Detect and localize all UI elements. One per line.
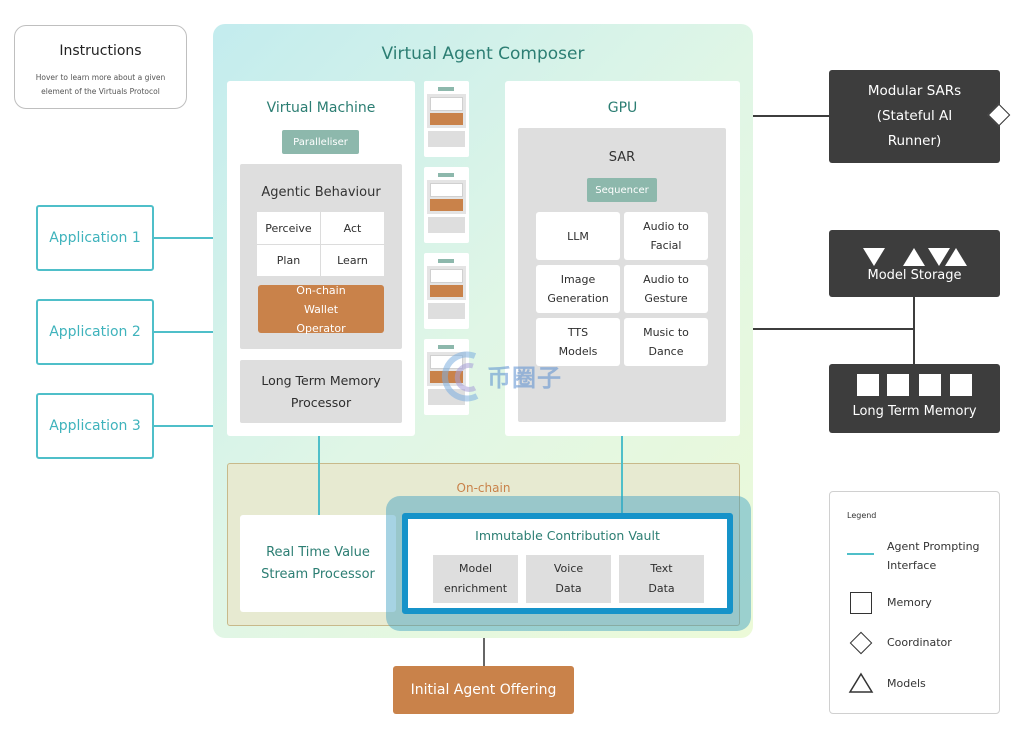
application-1[interactable]: Application 1 <box>36 205 154 271</box>
model-storage-label: Model Storage <box>867 268 962 283</box>
vault-text-data[interactable]: Text Data <box>619 555 704 603</box>
vm-instance-1[interactable] <box>424 81 469 157</box>
application-2[interactable]: Application 2 <box>36 299 154 365</box>
act-cell[interactable]: Act <box>343 221 362 235</box>
vm-to-stream-connector <box>318 436 320 515</box>
onchain-title: On-chain <box>456 481 511 495</box>
learn-cell[interactable]: Learn <box>337 254 368 267</box>
watermark-text: 币圈子 <box>487 364 562 392</box>
vault-title: Immutable Contribution Vault <box>475 528 660 543</box>
sar-music-to-dance[interactable]: Music to Dance <box>624 318 708 366</box>
coordinator-legend-diamond-icon <box>849 631 873 655</box>
vault-voice-data[interactable]: Voice Data <box>526 555 611 603</box>
sar-audio-to-gesture[interactable]: Audio to Gesture <box>624 265 708 313</box>
long-term-memory-label: Long Term Memory <box>852 404 977 419</box>
sar-llm[interactable]: LLM <box>536 212 620 260</box>
app1-connector <box>154 237 214 239</box>
models-legend-triangle-icon <box>848 672 874 693</box>
model-triangle-icons <box>863 248 967 266</box>
sar-title: SAR <box>608 150 636 165</box>
instructions-subtitle: Hover to learn more about a given elemen… <box>35 73 166 96</box>
offering-connector <box>483 638 485 666</box>
app2-connector <box>154 331 214 333</box>
app3-connector <box>154 425 214 427</box>
vault-model-enrichment[interactable]: Model enrichment <box>433 555 518 603</box>
memory-square-icon <box>857 374 879 396</box>
legend: Legend Agent Prompting Interface Memory … <box>829 491 1000 714</box>
agent-prompting-line-icon <box>847 553 874 555</box>
real-time-value-stream-processor[interactable]: Real Time Value Stream Processor <box>240 515 396 612</box>
modular-sars-box[interactable]: Modular SARs (Stateful AI Runner) <box>829 70 1000 163</box>
composer-title: Virtual Agent Composer <box>381 44 585 64</box>
memory-square-icon <box>887 374 909 396</box>
long-term-memory-box[interactable]: Long Term Memory <box>829 364 1000 433</box>
sar-audio-to-facial[interactable]: Audio to Facial <box>624 212 708 260</box>
sequencer-chip[interactable]: Sequencer <box>587 178 657 202</box>
model-storage-box[interactable]: Model Storage <box>829 230 1000 297</box>
watermark: 币圈子 <box>437 348 587 408</box>
sar-tts-models[interactable]: TTS Models <box>536 318 620 366</box>
vm-instance-3[interactable] <box>424 253 469 329</box>
long-term-memory-processor[interactable]: Long Term Memory Processor <box>240 360 402 423</box>
sar-image-generation[interactable]: Image Generation <box>536 265 620 313</box>
legend-label-memory: Memory <box>887 596 932 609</box>
sars-connector <box>740 115 830 117</box>
perceive-cell[interactable]: Perceive <box>265 221 312 235</box>
instructions-title: Instructions <box>59 43 142 59</box>
legend-label-agent-prompting: Agent Prompting Interface <box>887 540 980 572</box>
plan-cell[interactable]: Plan <box>276 254 301 267</box>
gpu-to-vault-connector <box>621 436 623 516</box>
legend-label-models: Models <box>887 677 926 690</box>
storage-memory-connector <box>913 296 915 364</box>
vm-instance-label-bar <box>438 87 454 91</box>
watermark-logo-icon <box>441 351 479 402</box>
gpu-title: GPU <box>607 100 638 116</box>
memory-square-icon <box>919 374 941 396</box>
storage-connector <box>753 328 915 330</box>
memory-legend-square-icon <box>850 592 872 614</box>
memory-square-icon <box>950 374 972 396</box>
agentic-grid-divider-h <box>257 244 384 245</box>
instructions-card: Instructions Hover to learn more about a… <box>14 25 187 109</box>
vm-instance-2[interactable] <box>424 167 469 243</box>
agentic-behaviour-title: Agentic Behaviour <box>261 185 381 200</box>
legend-title: Legend <box>847 511 877 520</box>
paralleliser-chip[interactable]: Paralleliser <box>282 130 359 154</box>
application-3[interactable]: Application 3 <box>36 393 154 459</box>
initial-agent-offering[interactable]: Initial Agent Offering <box>393 666 574 714</box>
wallet-operator-chip[interactable]: On-chain Wallet Operator <box>258 284 384 335</box>
legend-label-coordinator: Coordinator <box>887 636 952 649</box>
virtual-machine-title: Virtual Machine <box>266 100 376 116</box>
